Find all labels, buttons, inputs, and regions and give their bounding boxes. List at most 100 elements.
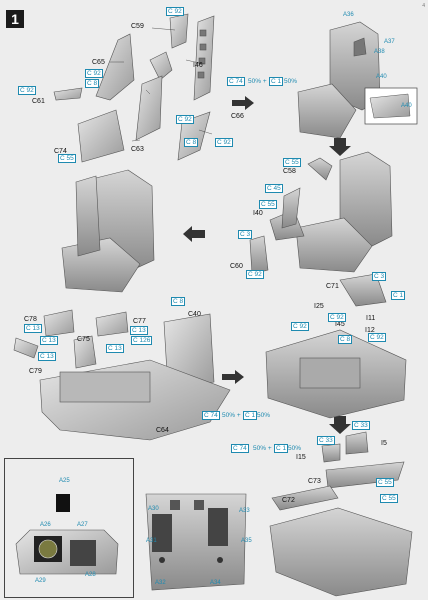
decal-ref: A30 <box>148 506 159 512</box>
color-ref: C 74 <box>231 444 249 453</box>
cockpit-tub-assembly <box>265 273 407 419</box>
instrument-panel <box>145 493 247 591</box>
color-ref: C 92 <box>18 86 36 95</box>
mix-ratio: 50% <box>284 78 298 85</box>
final-cockpit-tub <box>269 431 413 597</box>
decal-ref: A25 <box>59 478 70 484</box>
color-ref: C 13 <box>38 352 56 361</box>
label-i46: I46 <box>193 62 203 69</box>
color-ref: C 3 <box>372 272 387 281</box>
color-ref: C 8 <box>184 138 199 147</box>
color-ref: C 8 <box>85 79 100 88</box>
color-ref: C 92 <box>215 138 233 147</box>
color-ref: C 13 <box>106 344 124 353</box>
label-c79: C79 <box>29 368 42 375</box>
color-ref: C 74 <box>202 411 220 420</box>
label-c73: C73 <box>308 478 321 485</box>
color-ref: C 74 <box>227 77 245 86</box>
label-i25: I25 <box>314 303 324 310</box>
flow-arrow-right <box>232 96 254 110</box>
label-c63: C63 <box>131 146 144 153</box>
color-ref: C 8 <box>338 335 353 344</box>
label-i45: I45 <box>335 321 345 328</box>
color-ref: C 33 <box>317 436 335 445</box>
mix-ratio: 50% <box>288 445 302 452</box>
color-ref: C 13 <box>24 324 42 333</box>
label-c61: C61 <box>32 98 45 105</box>
mix-ratio: 50% + <box>222 412 241 419</box>
seat-parts-exploded <box>53 13 215 163</box>
decal-ref: A36 <box>343 12 354 18</box>
color-ref: C 92 <box>176 115 194 124</box>
color-ref: C 45 <box>265 184 283 193</box>
label-c75: C75 <box>77 336 90 343</box>
decal-ref: A35 <box>241 538 252 544</box>
label-c77: C77 <box>133 318 146 325</box>
label-c74: C74 <box>54 148 67 155</box>
page-number: 4 <box>422 3 425 9</box>
color-ref: C 1 <box>274 444 289 453</box>
color-ref: C 92 <box>291 322 309 331</box>
color-ref: C 55 <box>58 154 76 163</box>
color-ref: C 1 <box>391 291 406 300</box>
color-ref: C 126 <box>131 336 153 345</box>
label-c60: C60 <box>230 263 243 270</box>
color-ref: C 92 <box>368 333 386 342</box>
label-i11: I11 <box>366 315 376 322</box>
mix-ratio: 50% <box>257 412 271 419</box>
color-ref: C 55 <box>380 494 398 503</box>
step-number: 1 <box>6 10 24 28</box>
flow-arrow-down-2 <box>329 416 351 434</box>
flow-arrow-down <box>329 138 351 156</box>
color-ref: C 55 <box>283 158 301 167</box>
label-c72: C72 <box>282 497 295 504</box>
color-ref: C 3 <box>238 230 253 239</box>
decal-ref: A27 <box>77 522 88 528</box>
label-i15: I15 <box>296 454 306 461</box>
label-c59: C59 <box>131 23 144 30</box>
decal-ref: A34 <box>210 580 221 586</box>
color-ref: C 33 <box>352 421 370 430</box>
label-c58: C58 <box>283 168 296 175</box>
decal-detail-box <box>4 458 134 598</box>
label-c65: C65 <box>92 59 105 66</box>
color-ref: C 8 <box>171 297 186 306</box>
label-c40: C40 <box>188 311 201 318</box>
color-ref: C 1 <box>243 411 258 420</box>
decal-ref: A37 <box>384 39 395 45</box>
decal-ref: A28 <box>85 572 96 578</box>
decal-ref: A33 <box>239 508 250 514</box>
label-i12: I12 <box>365 327 375 334</box>
decal-inset-panel <box>15 529 119 575</box>
decal-ref: A29 <box>35 578 46 584</box>
label-c66: C66 <box>231 113 244 120</box>
decal-ref: A31 <box>146 538 157 544</box>
mix-ratio: 50% + <box>248 78 267 85</box>
decal-ref: A32 <box>155 580 166 586</box>
label-i40: I40 <box>253 210 263 217</box>
color-ref: C 92 <box>166 7 184 16</box>
label-i5: I5 <box>381 440 387 447</box>
flow-arrow-right-2 <box>222 370 244 384</box>
label-c71: C71 <box>326 283 339 290</box>
flow-arrow-left <box>183 226 205 242</box>
color-ref: C 1 <box>269 77 284 86</box>
color-ref: C 13 <box>130 326 148 335</box>
cockpit-tub-parts <box>13 309 231 441</box>
decal-ref: A40 <box>376 74 387 80</box>
color-ref: C 55 <box>376 478 394 487</box>
label-c64: C64 <box>156 427 169 434</box>
color-ref: C 92 <box>246 270 264 279</box>
decal-ref: A40 <box>401 103 412 109</box>
seat-harness-assembly <box>249 151 393 275</box>
color-ref: C 92 <box>328 313 346 322</box>
decal-ref: A26 <box>40 522 51 528</box>
color-ref: C 55 <box>259 200 277 209</box>
color-ref: C 92 <box>85 69 103 78</box>
mix-ratio: 50% + <box>253 445 272 452</box>
color-ref: C 13 <box>40 336 58 345</box>
black-swatch <box>56 494 70 512</box>
decal-ref: A38 <box>374 49 385 55</box>
label-c78: C78 <box>24 316 37 323</box>
